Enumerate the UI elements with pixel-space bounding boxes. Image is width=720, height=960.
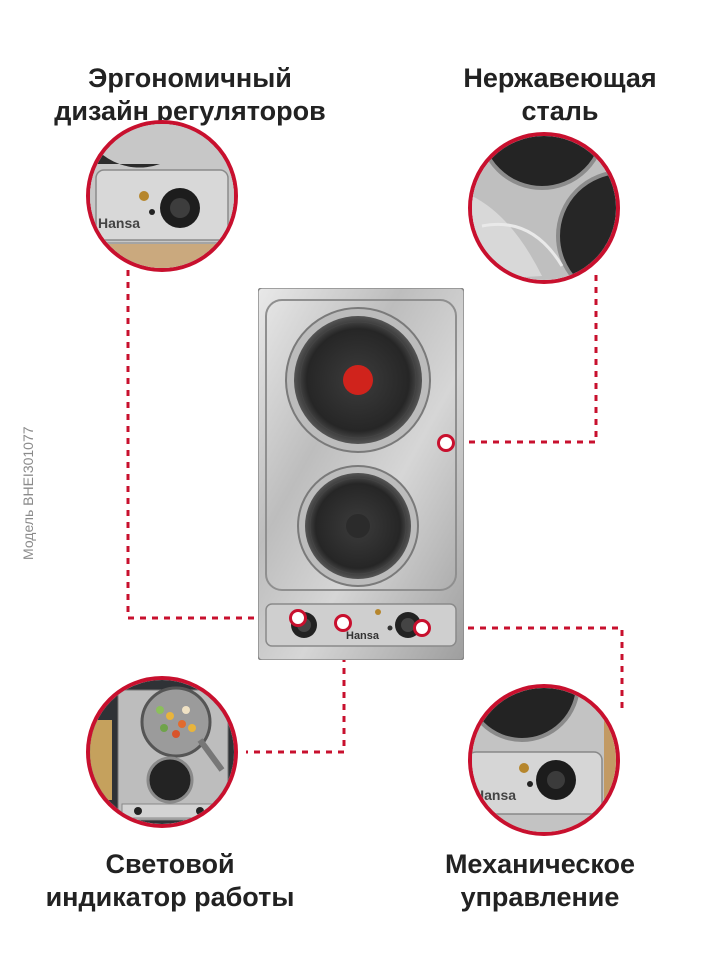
- connector-knob-design: [126, 270, 290, 620]
- feature-title-indicator-light: Световой индикатор работы: [20, 848, 320, 914]
- hotspot-knob-design[interactable]: [289, 609, 307, 627]
- feature-title-line1: Нержавеющая: [463, 63, 657, 93]
- hotspot-indicator-light[interactable]: [334, 614, 352, 632]
- control-closeup: Hansa: [468, 684, 620, 836]
- brand-logo: Hansa: [474, 787, 516, 803]
- feature-title-line1: Световой: [105, 849, 235, 879]
- hotspot-mechanical-control[interactable]: [413, 619, 431, 637]
- feature-title-line2: сталь: [521, 96, 599, 126]
- steel-closeup: [468, 132, 620, 284]
- brand-logo: Hansa: [346, 630, 380, 642]
- feature-title-line1: Механическое: [444, 849, 636, 879]
- feature-title-line2: дизайн регуляторов: [54, 96, 326, 126]
- hotspot-stainless-steel[interactable]: [437, 434, 455, 452]
- feature-title-knob-design: Эргономичный дизайн регуляторов: [40, 62, 340, 128]
- feature-title-line1: Эргономичный: [88, 63, 292, 93]
- brand-logo: Hansa: [98, 215, 140, 231]
- connector-stainless-steel: [456, 275, 598, 444]
- feature-title-stainless-steel: Нержавеющая сталь: [410, 62, 710, 128]
- connector-indicator-light: [246, 632, 346, 754]
- feature-title-line2: индикатор работы: [45, 882, 295, 912]
- knob-closeup: Hansa: [86, 120, 238, 272]
- hob-product-image: Hansa: [257, 287, 465, 665]
- feature-title-mechanical-control: Механическое управление: [390, 848, 690, 914]
- connector-mechanical-control: [432, 626, 624, 712]
- feature-title-line2: управление: [460, 882, 620, 912]
- cooking-scene: [86, 676, 238, 828]
